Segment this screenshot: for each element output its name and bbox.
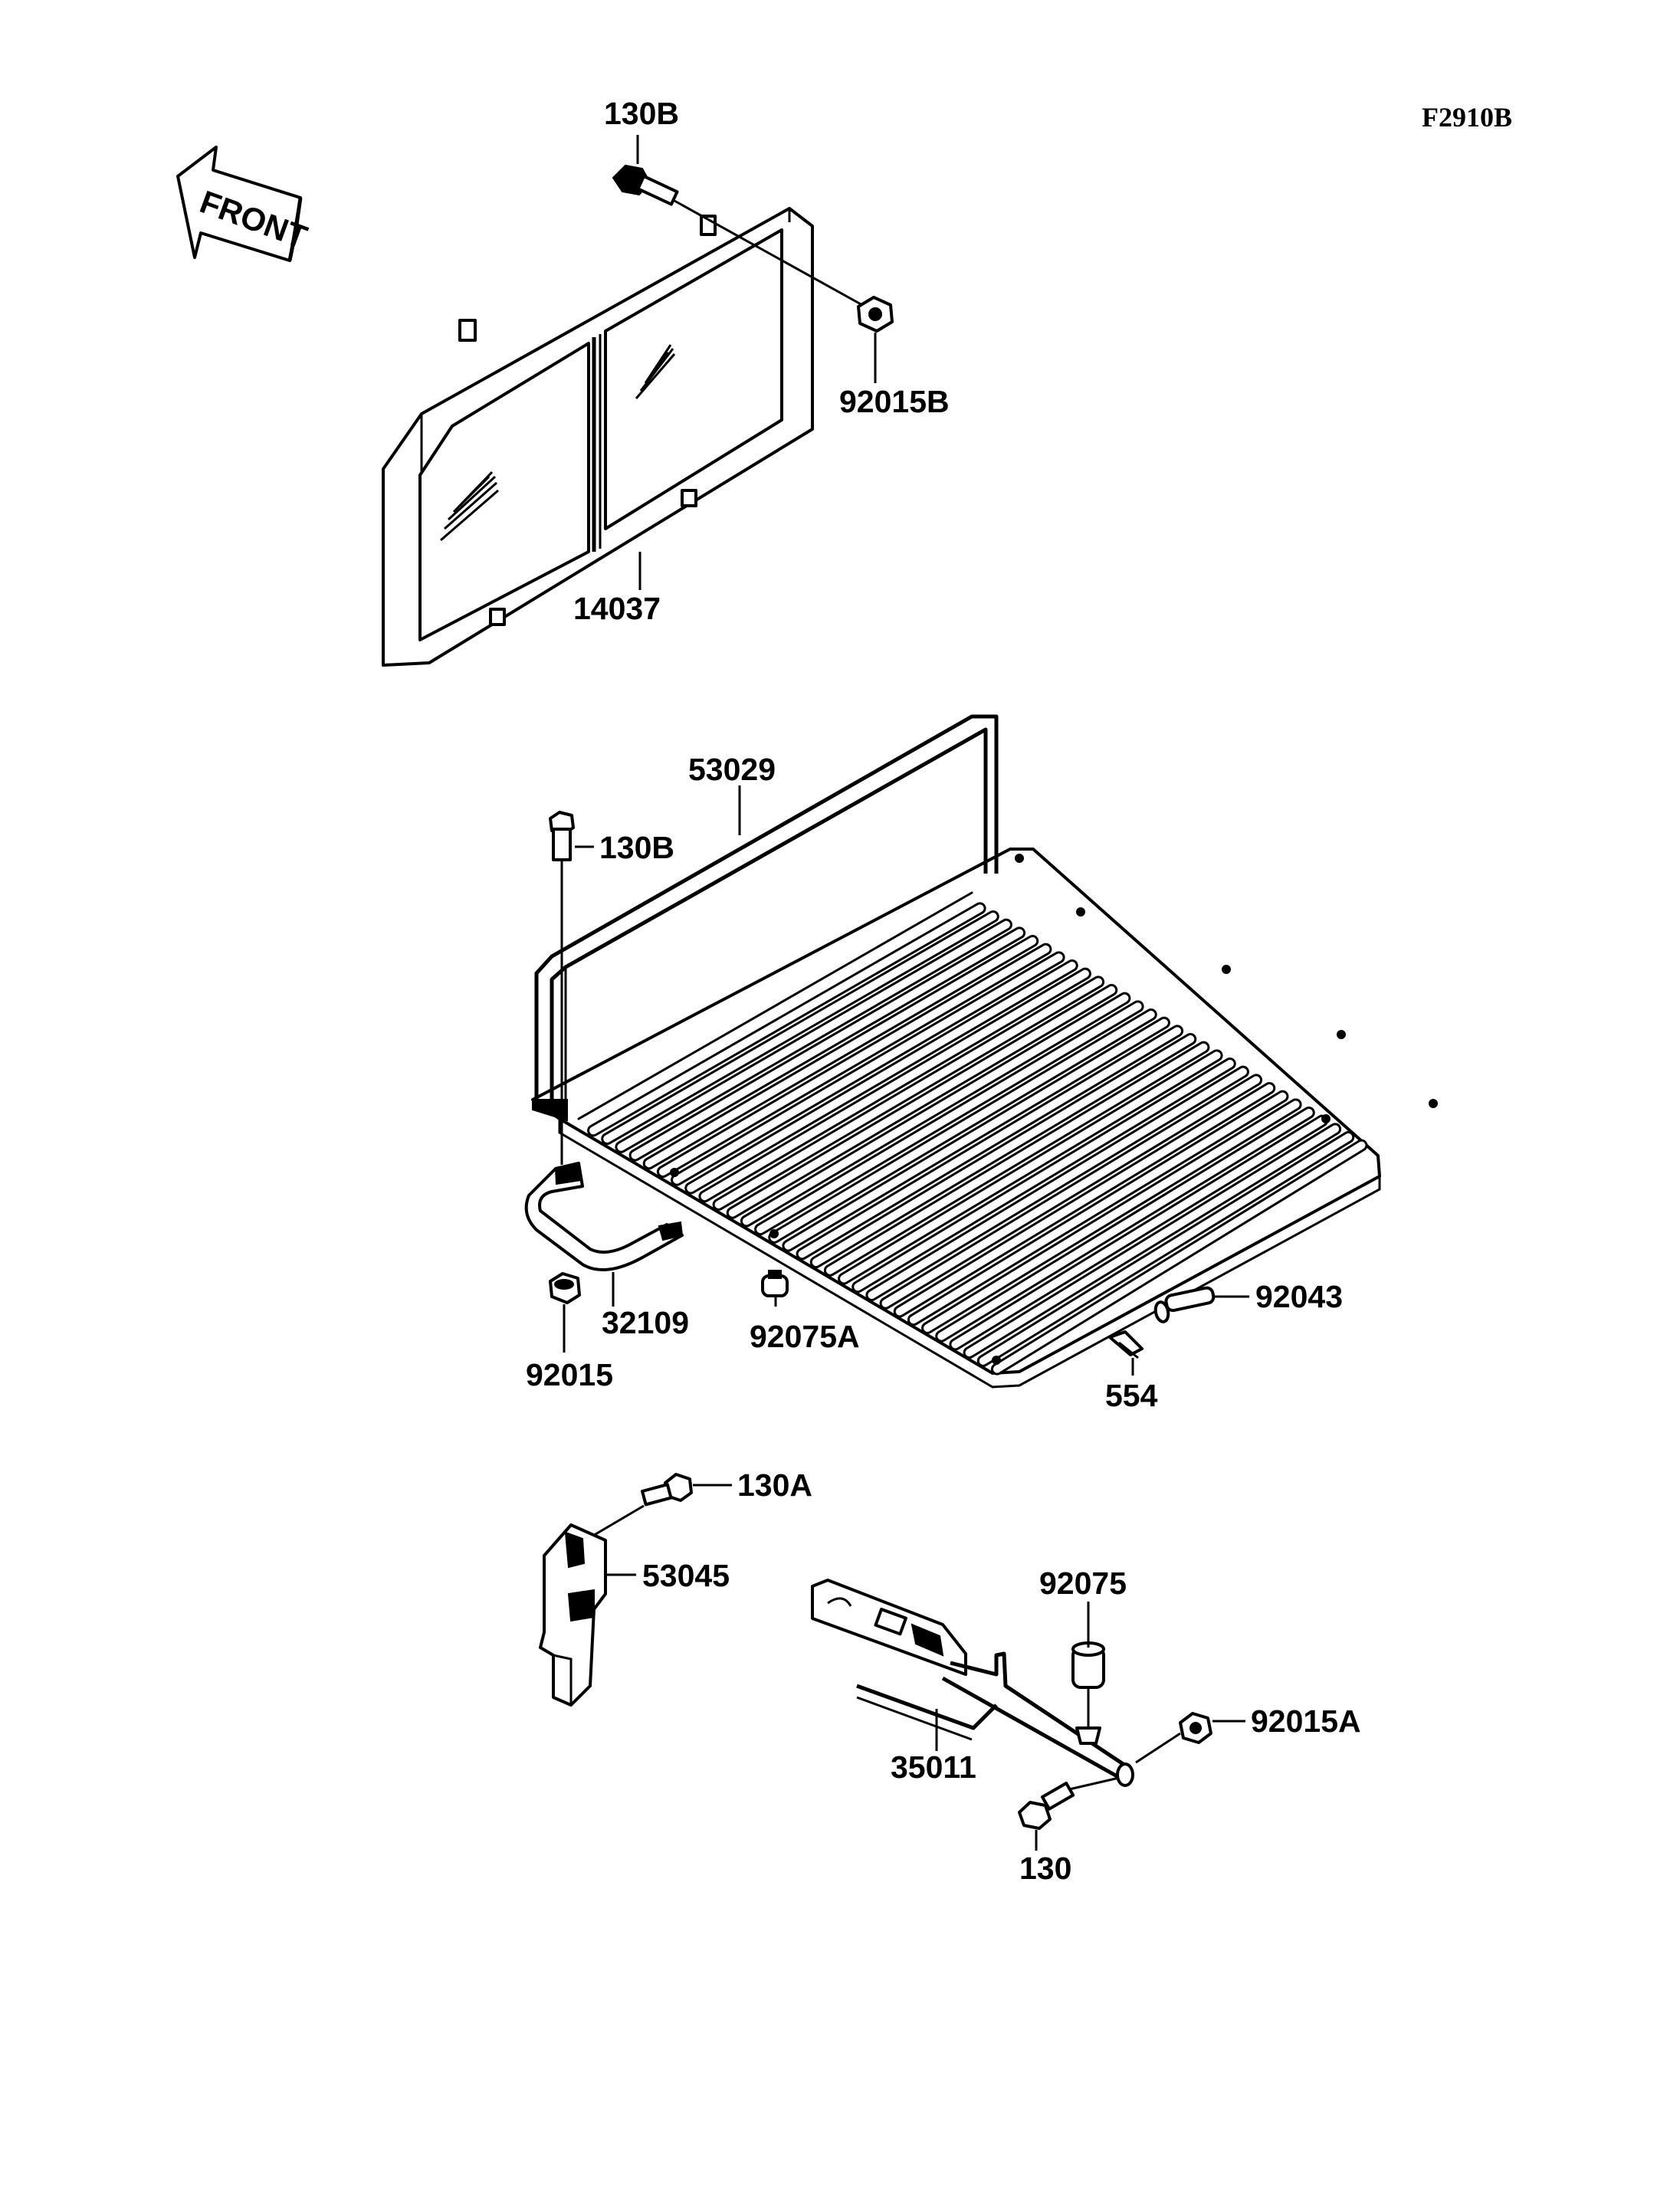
- callout-35011: 35011: [891, 1749, 976, 1785]
- callout-92015B: 92015B: [839, 384, 950, 419]
- callout-14037: 14037: [573, 591, 661, 626]
- carrier-slot-inner: [909, 1092, 1287, 1324]
- carrier-slot-inner: [924, 1100, 1300, 1332]
- bolt-130B-top: [612, 135, 863, 307]
- carrier-slot-inner: [631, 929, 1024, 1159]
- carrier-slot-inner: [895, 1084, 1274, 1316]
- nut-92015B: [857, 296, 894, 383]
- carrier-slot-inner: [840, 1051, 1221, 1283]
- front-arrow: FRONT: [176, 146, 312, 262]
- carrier-slot-inner: [687, 962, 1076, 1192]
- carrier-slot-inner: [673, 953, 1063, 1184]
- callout-92015A: 92015A: [1251, 1703, 1361, 1739]
- carrier-slot-inner: [617, 920, 1010, 1151]
- pin-92043: [1153, 1286, 1249, 1323]
- carrier-slot-inner: [784, 1018, 1168, 1250]
- carrier-slots: [577, 891, 973, 1120]
- part-53045-bracket: [539, 1523, 636, 1707]
- callout-130B-top: 130B: [604, 96, 679, 131]
- carrier-slot-inner: [993, 1141, 1366, 1373]
- bolt-130: [1018, 1776, 1120, 1851]
- callout-130A: 130A: [737, 1467, 812, 1503]
- carrier-slot-inner: [812, 1035, 1195, 1267]
- carrier-slot-inner: [825, 1043, 1208, 1274]
- bolt-130A: [582, 1473, 732, 1543]
- callout-130: 130: [1019, 1851, 1071, 1886]
- part-53029-carrier: [531, 714, 1438, 1389]
- diagram-code: F2910B: [1422, 102, 1512, 133]
- carrier-slot-inner: [603, 913, 997, 1143]
- callout-92043: 92043: [1255, 1279, 1343, 1314]
- callout-130B-mid: 130B: [599, 830, 674, 865]
- carrier-slot-inner: [965, 1125, 1340, 1357]
- part-32109-bracket: [524, 1162, 684, 1307]
- callout-92075: 92075: [1039, 1566, 1127, 1601]
- nut-92015: [549, 1272, 581, 1353]
- carrier-slot-inner: [798, 1027, 1182, 1258]
- carrier-slot-inner: [854, 1060, 1234, 1291]
- callout-92075A: 92075A: [750, 1319, 860, 1354]
- callout-53045: 53045: [642, 1558, 730, 1593]
- carrier-slot-inner: [728, 986, 1116, 1217]
- carrier-slot-inner: [951, 1117, 1326, 1349]
- carrier-slot-inner: [868, 1067, 1247, 1300]
- carrier-slot-inner: [770, 1011, 1155, 1241]
- clip-554: [1108, 1330, 1144, 1376]
- carrier-slot-inner: [979, 1133, 1353, 1365]
- carrier-slot-inner: [658, 945, 1050, 1176]
- callout-92015: 92015: [526, 1357, 613, 1392]
- bolt-130B-mid: [549, 811, 594, 1165]
- carrier-slot-inner: [881, 1076, 1261, 1307]
- part-35011-lever: [811, 1579, 1134, 1787]
- rubber-92075: [1071, 1602, 1105, 1745]
- carrier-slot-inner: [645, 937, 1037, 1168]
- rubber-92075A: [761, 1270, 789, 1307]
- carrier-slot-inner: [742, 994, 1129, 1225]
- carrier-slot-inner: [589, 904, 984, 1135]
- part-14037-screen: [382, 207, 814, 667]
- carrier-slot-inner: [756, 1002, 1142, 1234]
- callout-53029: 53029: [688, 752, 776, 787]
- callout-554: 554: [1105, 1378, 1158, 1413]
- nut-92015A: [1135, 1712, 1245, 1764]
- carrier-slot-inner: [937, 1109, 1313, 1340]
- callout-32109: 32109: [602, 1305, 689, 1340]
- carrier-slot-inner: [701, 969, 1089, 1201]
- carrier-slot-inner: [714, 978, 1103, 1208]
